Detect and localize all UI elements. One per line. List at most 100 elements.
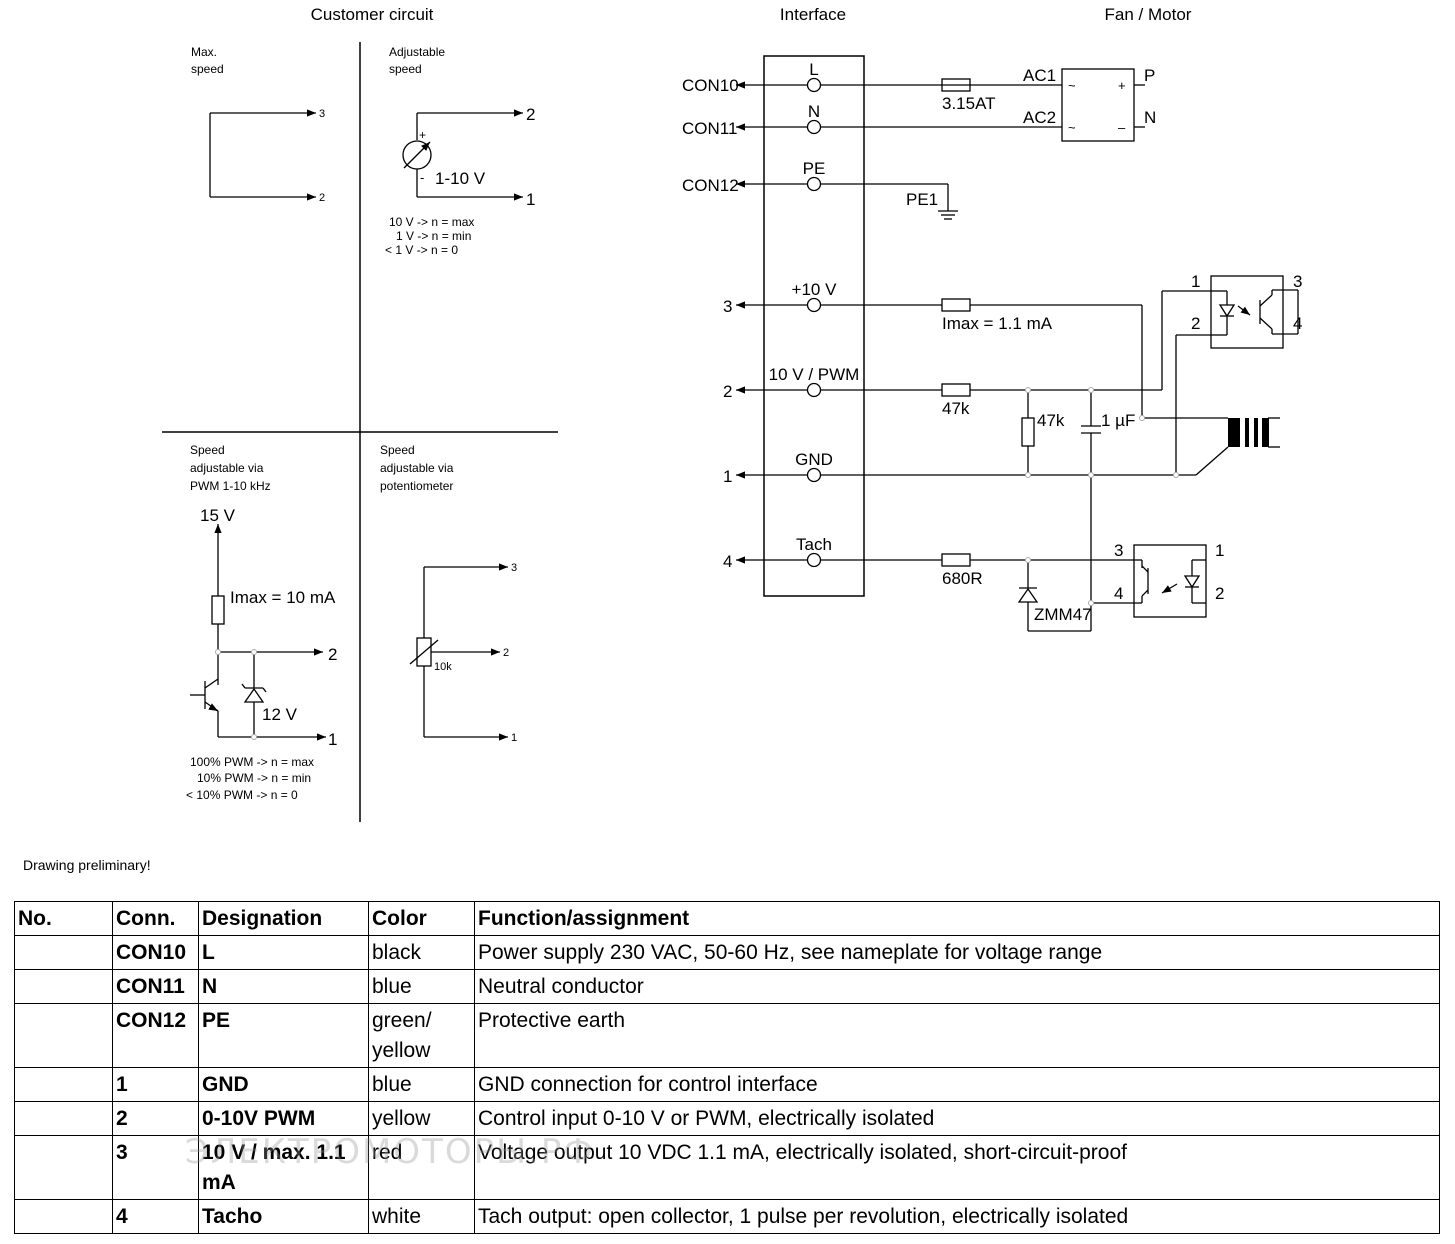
table-row: 3 10 V / max. 1.1 mA red Voltage output … — [14, 1135, 1440, 1200]
cell-color: yellow — [368, 1101, 475, 1136]
pin-PE-label: PE — [803, 159, 826, 178]
pwm-title-line1: Speed — [190, 443, 225, 457]
con10-label: CON10 — [682, 76, 739, 95]
cell-function: GND connection for control interface — [474, 1067, 1440, 1102]
cell-color: blue — [368, 1067, 475, 1102]
ac1-label: AC1 — [1023, 66, 1056, 85]
interface-block: CON10 CON11 CON12 3 2 1 4 L N PE +10 V 1… — [682, 55, 865, 597]
cell-designation: L — [198, 935, 369, 970]
cell-designation: GND — [198, 1067, 369, 1102]
terminal-tach — [806, 552, 822, 568]
pin-tach-label: Tach — [796, 535, 832, 554]
cell-no — [14, 1003, 113, 1068]
header-color: Color — [368, 901, 475, 936]
imax-10ma-label: Imax = 10 mA — [230, 588, 336, 607]
zener-zmm47-symbol — [1017, 587, 1039, 603]
ext-pin-4: 4 — [723, 552, 732, 571]
opto-top-pin-3: 3 — [1293, 272, 1302, 291]
potentiometer-circuit: Speed adjustable via potentiometer 10k 3… — [380, 443, 517, 744]
opto-bottom-pin-1: 1 — [1215, 541, 1224, 560]
pin-N-label: N — [808, 102, 820, 121]
zmm47-label: ZMM47 — [1034, 605, 1092, 624]
cell-function: Protective earth — [474, 1003, 1440, 1068]
opto-bottom-pin-2: 2 — [1215, 584, 1224, 603]
max-speed-pin-3: 3 — [319, 108, 325, 120]
imax-1ma-label: Imax = 1.1 mA — [942, 314, 1053, 333]
cell-function: Control input 0-10 V or PWM, electricall… — [474, 1101, 1440, 1136]
output-P-label: P — [1144, 66, 1155, 85]
rectifier-box — [1061, 68, 1135, 142]
header-designation: Designation — [198, 901, 369, 936]
table-row: 2 0-10V PWM yellow Control input 0-10 V … — [14, 1101, 1440, 1136]
adjustable-pin-2: 2 — [526, 105, 535, 124]
section-title-customer-circuit: Customer circuit — [311, 5, 434, 24]
cell-conn: CON11 — [112, 969, 199, 1004]
pwm-title-line2: adjustable via — [190, 461, 264, 475]
optocoupler-top — [1210, 275, 1284, 349]
cell-conn: 2 — [112, 1101, 199, 1136]
cell-color: blue — [368, 969, 475, 1004]
rectifier-plus: + — [1118, 78, 1126, 93]
cell-conn: 4 — [112, 1199, 199, 1234]
source-plus-sign: + — [419, 128, 426, 142]
opto-top-pin-2: 2 — [1191, 314, 1200, 333]
pwm-note-1: 100% PWM -> n = max — [190, 755, 314, 769]
cell-designation: N — [198, 969, 369, 1004]
r-47k-series-label: 47k — [942, 399, 970, 418]
zener-12v-symbol — [243, 687, 265, 703]
cell-function: Voltage output 10 VDC 1.1 mA, electrical… — [474, 1135, 1440, 1200]
drawing-note: Drawing preliminary! — [23, 857, 151, 873]
cell-function: Tach output: open collector, 1 pulse per… — [474, 1199, 1440, 1234]
pwm-note-3: < 10% PWM -> n = 0 — [186, 788, 298, 802]
voltage-note-3: < 1 V -> n = 0 — [385, 243, 458, 257]
pin-10v-label: +10 V — [792, 280, 838, 299]
max-speed-circuit: Max. speed 3 2 — [191, 45, 325, 204]
pot-value-label: 10k — [434, 661, 452, 673]
opto-bottom-pin-4: 4 — [1114, 584, 1123, 603]
voltage-note-1: 10 V -> n = max — [389, 215, 474, 229]
adjustable-speed-label-line1: Adjustable — [389, 45, 445, 59]
rectifier-tilde-1: ~ — [1068, 78, 1076, 93]
table-row: CON12 PE green/ yellow Protective earth — [14, 1003, 1440, 1068]
table-row: CON10 L black Power supply 230 VAC, 50-6… — [14, 935, 1440, 970]
terminal-PE — [806, 176, 822, 192]
voltage-range-label: 1-10 V — [435, 169, 486, 188]
max-speed-pin-2: 2 — [319, 192, 325, 204]
cell-color: white — [368, 1199, 475, 1234]
optocoupler-bottom — [1133, 544, 1207, 618]
fuse-label: 3.15AT — [942, 94, 996, 113]
terminal-10v — [806, 297, 822, 313]
zener-12v-label: 12 V — [262, 705, 298, 724]
max-speed-label-line1: Max. — [191, 45, 217, 59]
resistor-47k-series — [941, 383, 971, 397]
cell-no — [14, 1101, 113, 1136]
interface-box — [763, 55, 865, 597]
pot-pin-1: 1 — [511, 732, 517, 744]
pwm-circuit: Speed adjustable via PWM 1-10 kHz 15 V I… — [186, 443, 337, 802]
isolation-core-symbol — [1228, 418, 1269, 447]
con12-label: CON12 — [682, 176, 739, 195]
ext-pin-3: 3 — [723, 297, 732, 316]
pwm-pin-2: 2 — [328, 645, 337, 664]
cell-color: black — [368, 935, 475, 970]
cell-color: green/ yellow — [368, 1003, 475, 1068]
resistor-47k-shunt — [1021, 417, 1035, 447]
cell-designation: 10 V / max. 1.1 mA — [198, 1135, 369, 1200]
cell-no — [14, 935, 113, 970]
header-function: Function/assignment — [474, 901, 1440, 936]
section-title-fan-motor: Fan / Motor — [1105, 5, 1192, 24]
pot-title-line1: Speed — [380, 443, 415, 457]
ext-pin-2: 2 — [723, 382, 732, 401]
con11-label: CON11 — [682, 119, 737, 138]
output-N-label: N — [1144, 108, 1156, 127]
cap-1uf-label: 1 µF — [1101, 411, 1135, 430]
r-47k-shunt-label: 47k — [1037, 411, 1065, 430]
cell-designation: Tacho — [198, 1199, 369, 1234]
cell-conn: 3 — [112, 1135, 199, 1200]
cell-conn: 1 — [112, 1067, 199, 1102]
cell-no — [14, 1199, 113, 1234]
pot-pin-3: 3 — [511, 562, 517, 574]
terminal-L — [806, 77, 822, 93]
r-680r-label: 680R — [942, 569, 983, 588]
adjustable-speed-label-line2: speed — [389, 62, 422, 76]
